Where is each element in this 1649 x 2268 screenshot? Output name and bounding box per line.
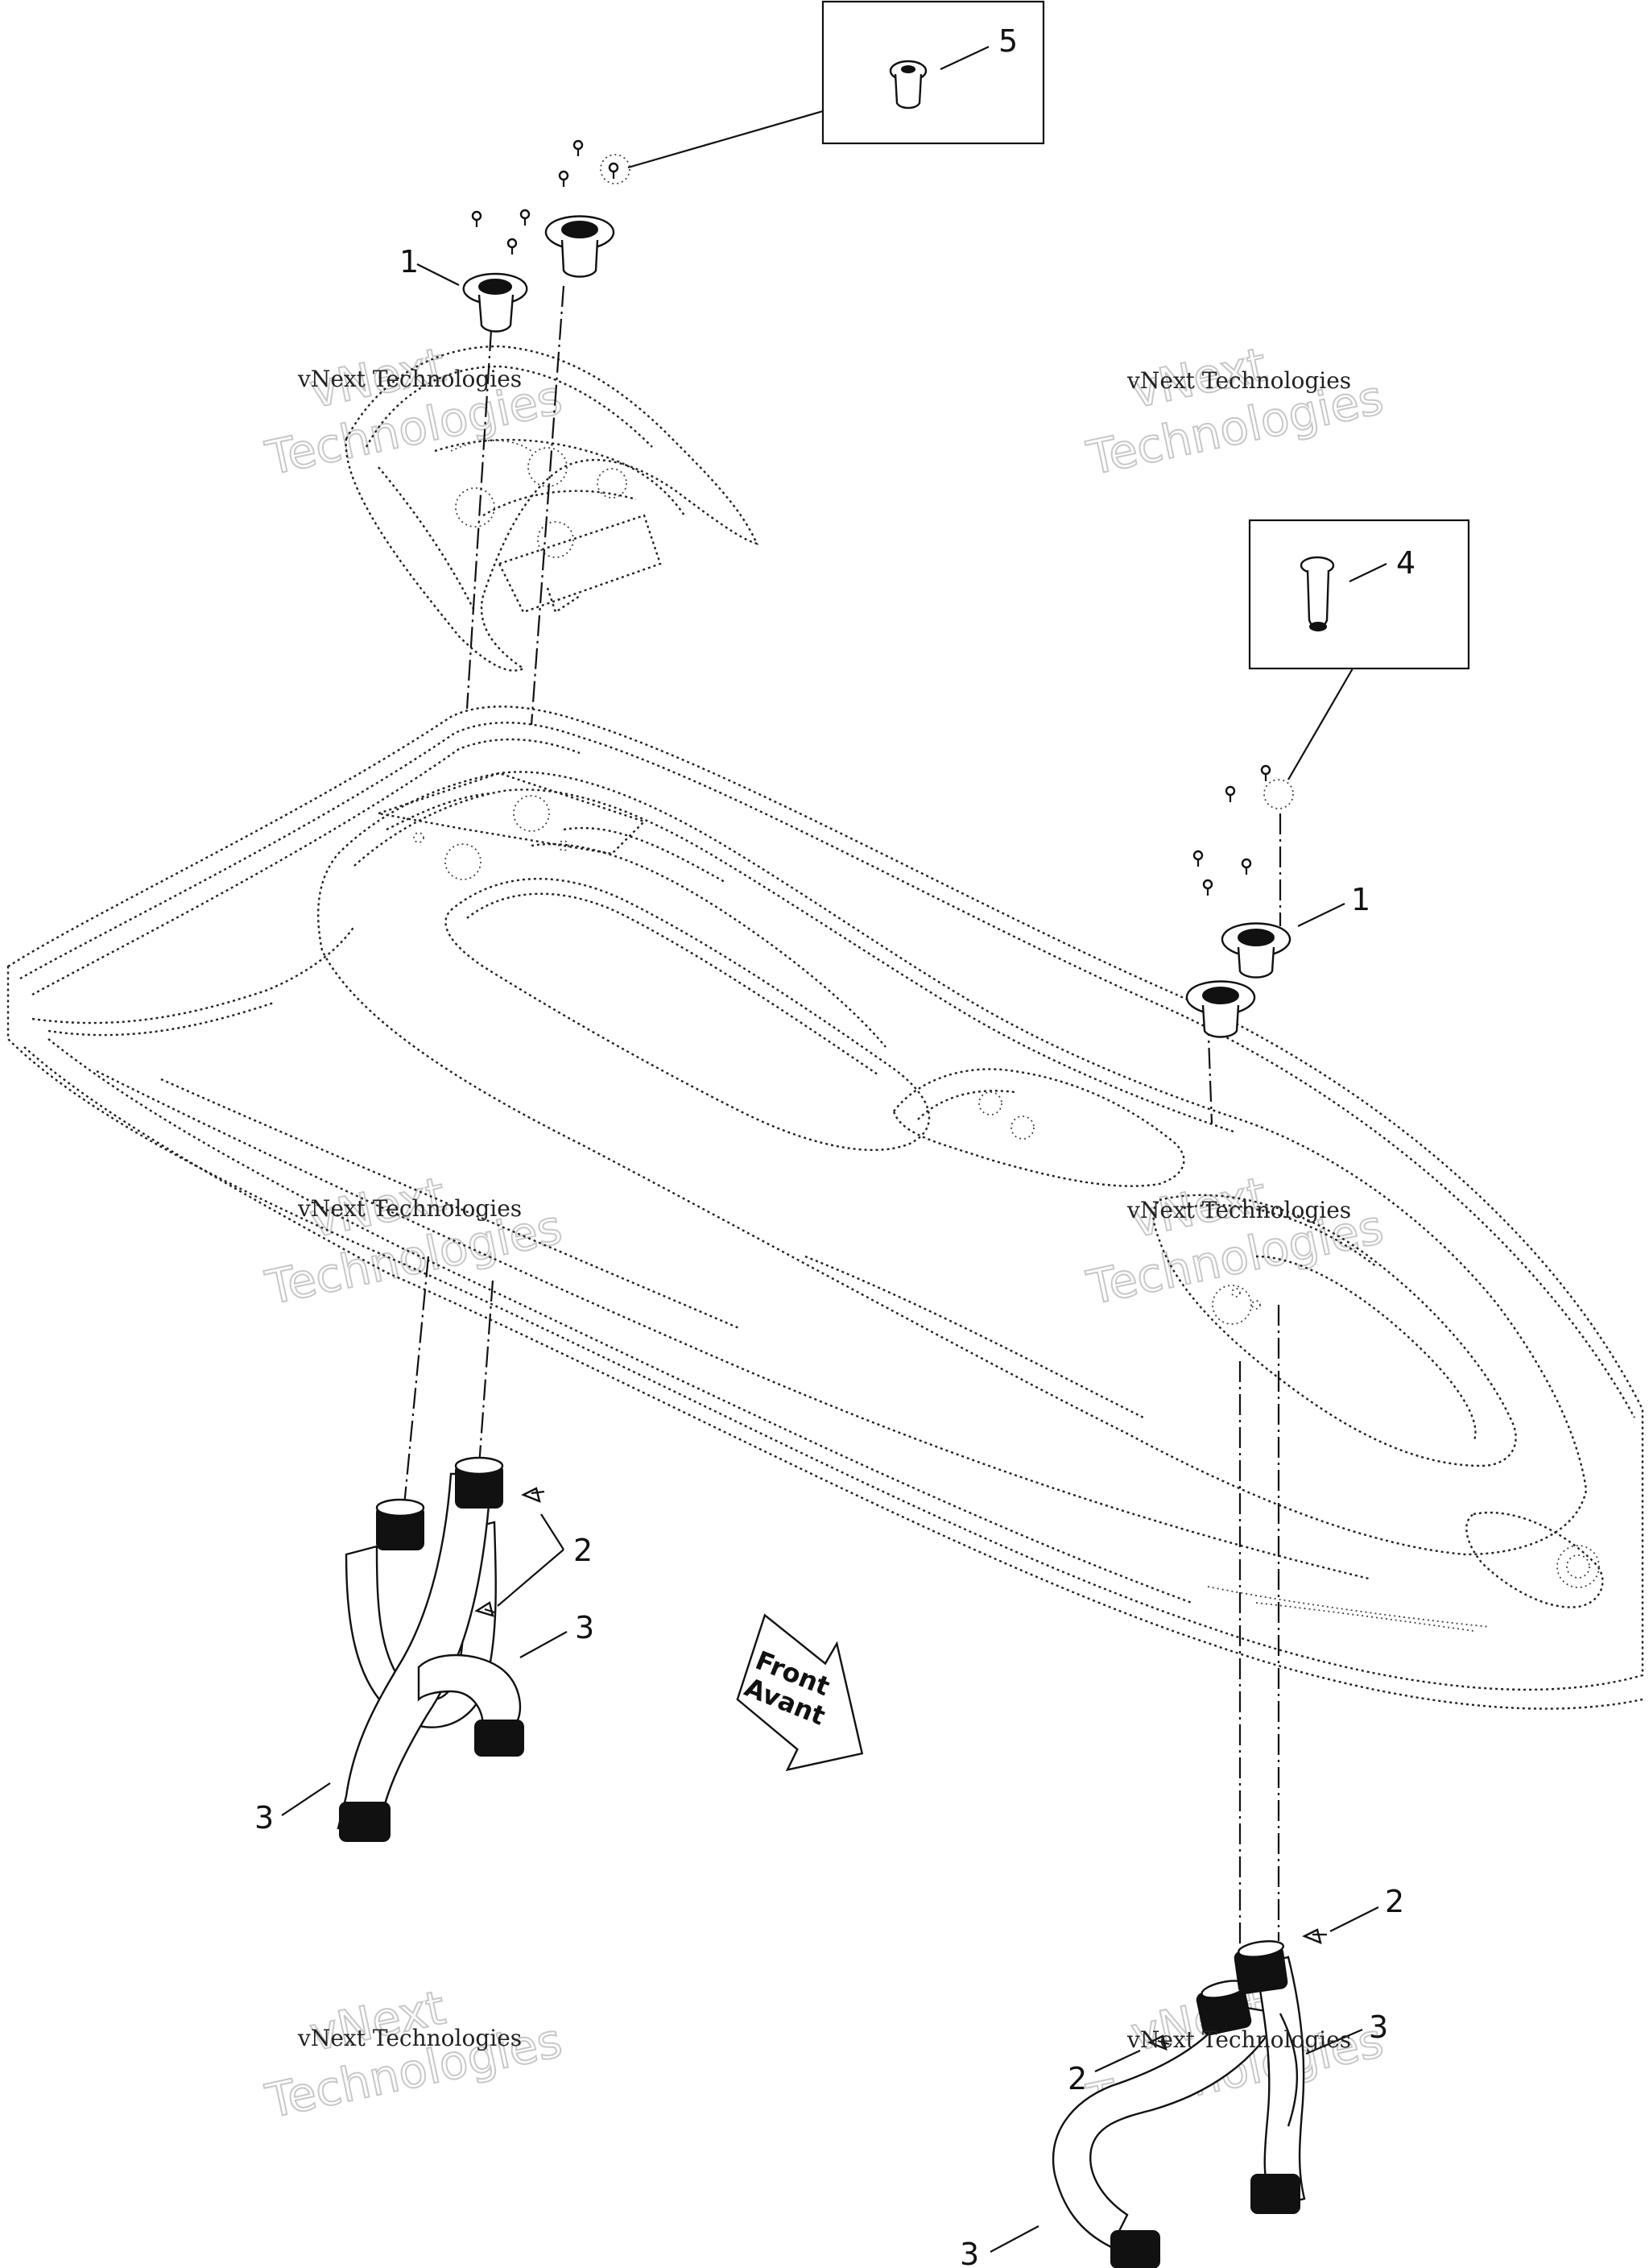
front-direction-arrow: Front Avant <box>736 1613 864 1772</box>
plug-part-4 <box>1300 556 1335 631</box>
callout-2-right-lower: 2 <box>1068 2061 1087 2096</box>
watermark-small: vNext Technologies <box>297 1195 522 1222</box>
hose-left <box>337 1456 524 1842</box>
watermark-small: vNext Technologies <box>1126 367 1351 394</box>
watermarks-small: vNext Technologies vNext Technologies vN… <box>297 366 1351 2053</box>
callout-2-left: 2 <box>573 1533 593 1568</box>
callout-3-right-upper: 3 <box>1369 2009 1388 2045</box>
drain-housing-right-1 <box>1221 922 1292 979</box>
screws-right <box>1192 764 1271 896</box>
callout-4: 4 <box>1396 545 1415 581</box>
watermark-small: vNext Technologies <box>1126 1197 1351 1223</box>
alignment-lines <box>401 285 1282 1957</box>
watermark-small: vNext Technologies <box>1126 2026 1351 2053</box>
rear-deck-part <box>345 345 759 672</box>
drain-housing-right-2 <box>1185 980 1256 1038</box>
callout-2-right-upper: 2 <box>1385 1884 1404 1919</box>
hull-body <box>6 706 1644 1710</box>
drain-housing-top-1 <box>462 272 528 333</box>
watermark-small: vNext Technologies <box>297 366 522 392</box>
callout-3-left-lower: 3 <box>254 1800 274 1836</box>
screws-right-hose <box>1147 1928 1327 2051</box>
inset-box-part-5: 5 <box>600 0 1045 184</box>
hose-right <box>1052 1940 1306 2268</box>
screws-top <box>471 139 619 255</box>
inset-box-part-4: 4 <box>1248 519 1470 809</box>
callout-3-right-lower: 3 <box>960 2237 979 2268</box>
callout-1-top: 1 <box>399 244 419 279</box>
callout-1-right: 1 <box>1351 882 1370 917</box>
watermark-small: vNext Technologies <box>297 2025 522 2051</box>
plug-part-5 <box>889 60 928 110</box>
drain-housing-top-2 <box>544 215 615 278</box>
callout-5: 5 <box>998 23 1018 59</box>
screws-left-hose <box>474 1487 545 1617</box>
callout-3-left-upper: 3 <box>575 1610 594 1645</box>
